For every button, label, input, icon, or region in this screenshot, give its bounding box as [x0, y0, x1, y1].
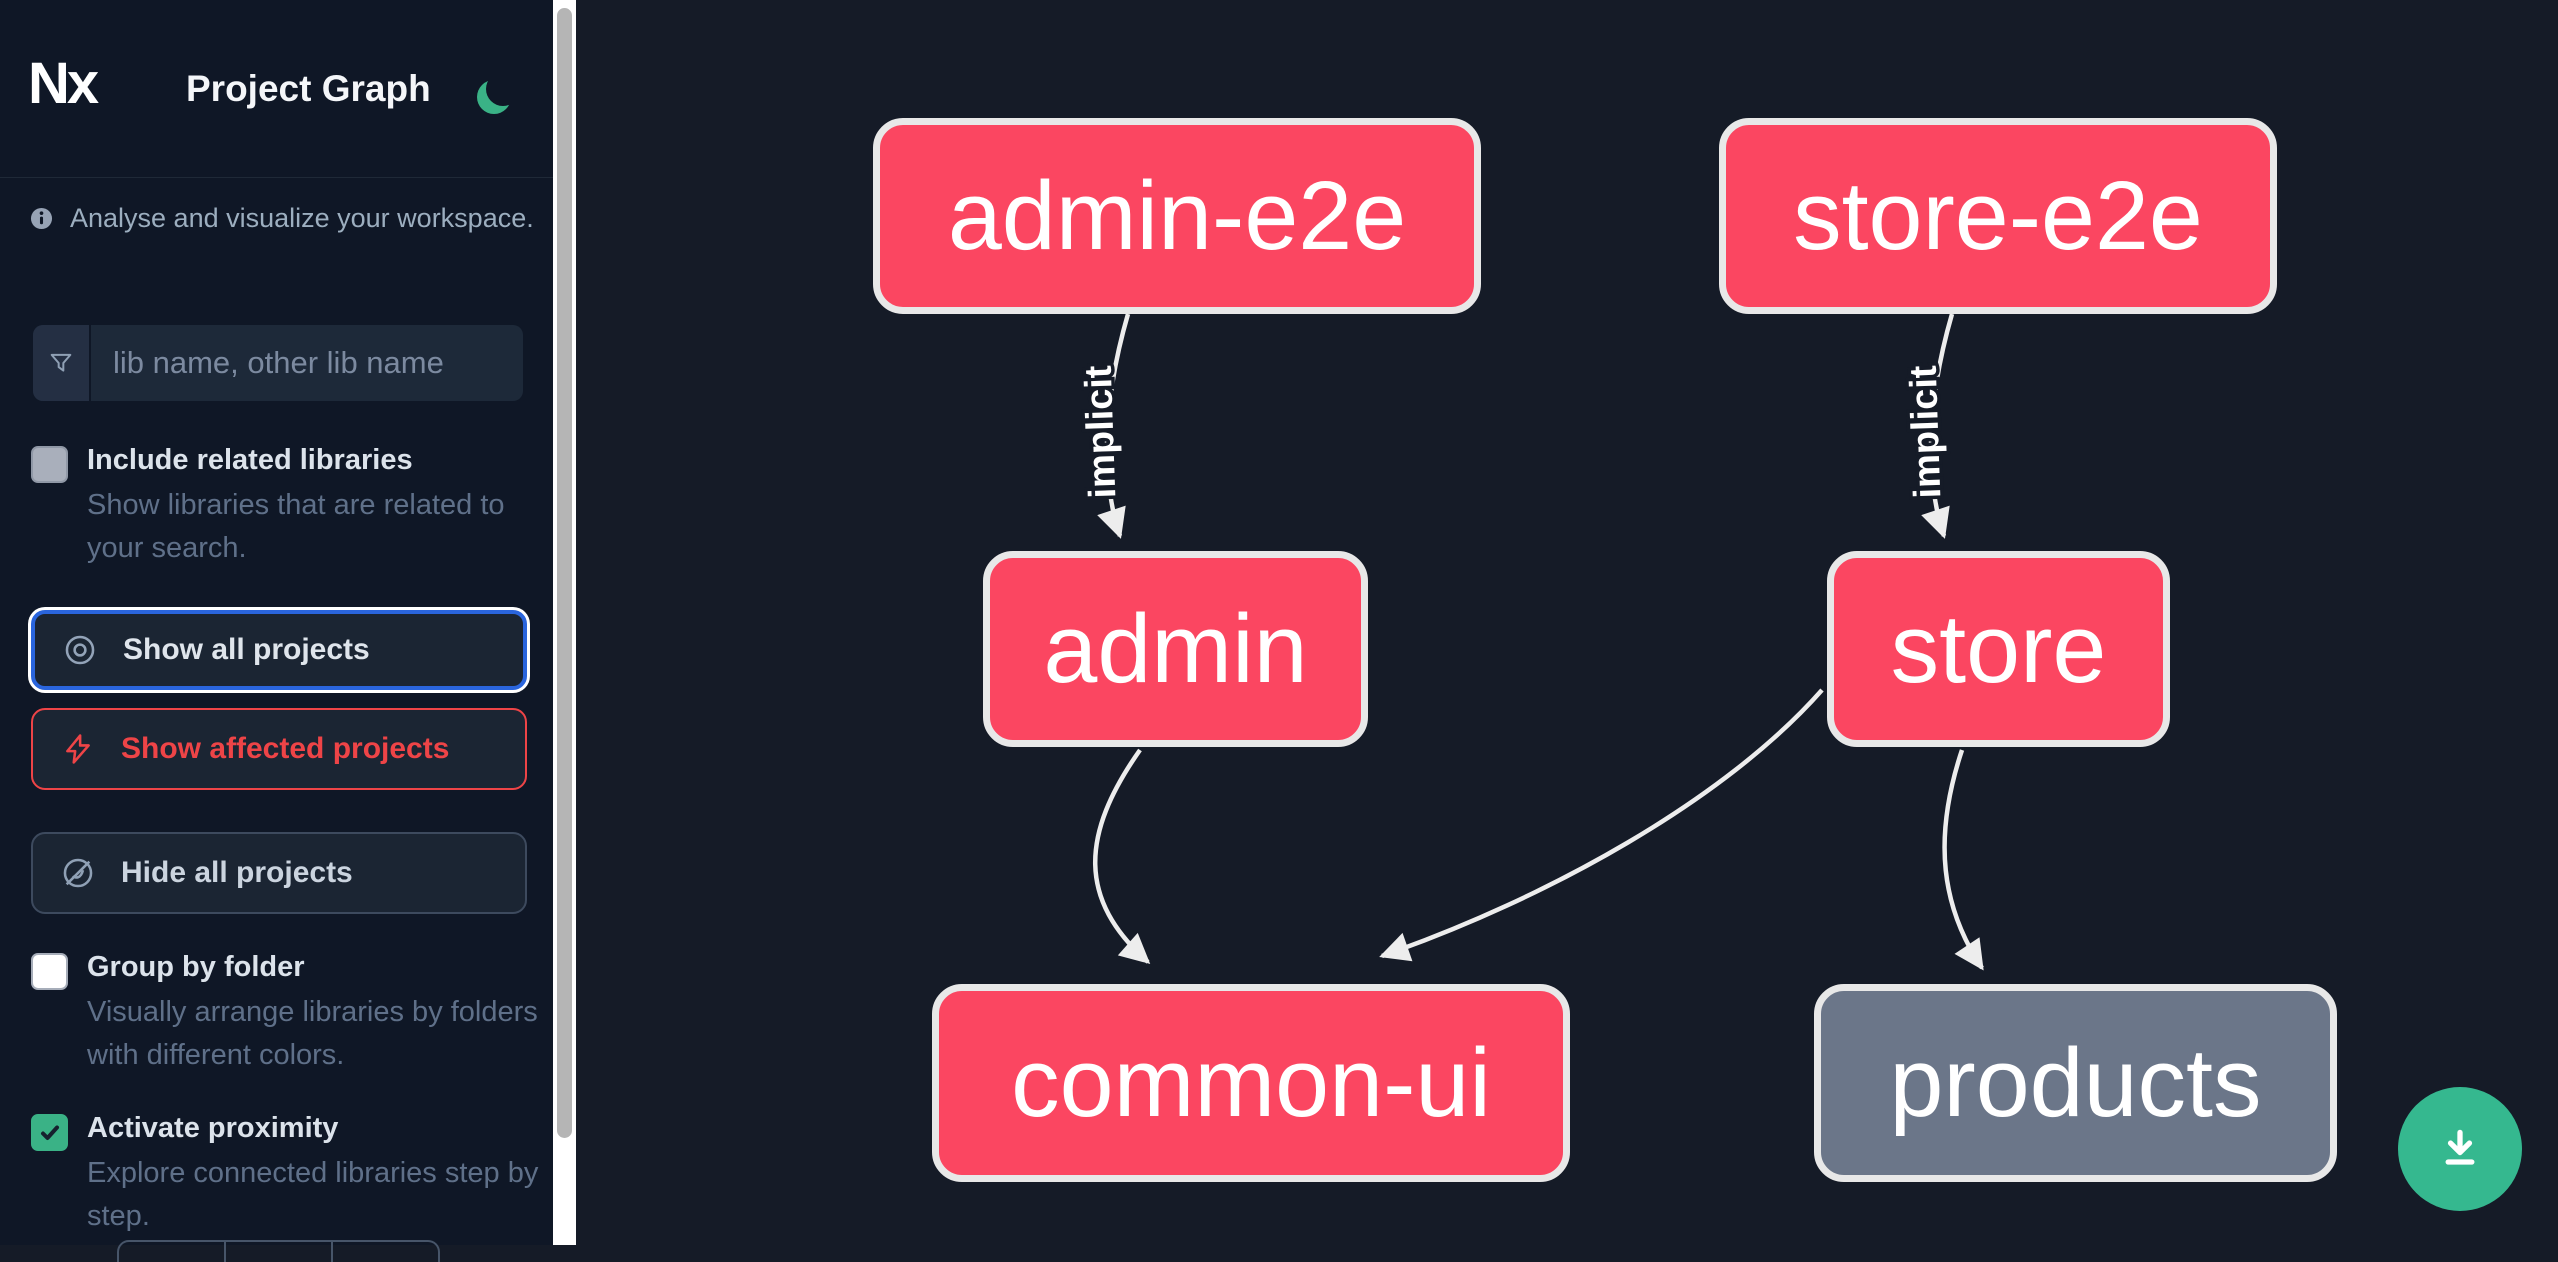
edge-label-implicit: implicit [1903, 364, 1950, 499]
node-label: products [1889, 1028, 2262, 1137]
tagline-text: Analyse and visualize your workspace. [70, 203, 534, 233]
node-label: store-e2e [1793, 161, 2203, 270]
search-input[interactable] [91, 325, 523, 401]
include-related-row: Include related libraries Show libraries… [31, 444, 523, 584]
hide-all-projects-button[interactable]: Hide all projects [31, 832, 527, 914]
node-label: admin-e2e [947, 161, 1407, 270]
node-label: common-ui [1011, 1028, 1491, 1137]
checkbox-label: Activate proximity [87, 1112, 339, 1144]
checkbox-description: Visually arrange libraries by folders wi… [87, 996, 538, 1071]
tagline-row: Analyse and visualize your workspace. [30, 203, 534, 234]
include-related-checkbox[interactable] [31, 446, 68, 483]
show-affected-projects-button[interactable]: Show affected projects [31, 708, 527, 790]
moon-icon[interactable] [486, 72, 520, 106]
page-title: Project Graph [186, 68, 431, 109]
edge-admin-e2e-admin [1097, 313, 1131, 539]
checkbox-description: Show libraries that are related to your … [87, 489, 505, 564]
checkbox-label: Group by folder [87, 951, 305, 983]
show-all-projects-button[interactable]: Show all projects [31, 610, 527, 690]
edge-admin-common-ui [1093, 748, 1151, 964]
activate-proximity-checkbox[interactable] [31, 1114, 68, 1151]
stepper-increment[interactable] [331, 1242, 438, 1262]
button-label: Hide all projects [121, 856, 353, 889]
group-by-folder-row: Group by folder Visually arrange librari… [31, 951, 538, 1101]
graph-node-store[interactable]: store [1827, 551, 2170, 747]
edge-store-common-ui [1379, 688, 1824, 962]
activate-proximity-row: Activate proximity Explore connected lib… [31, 1112, 538, 1252]
node-label: store [1890, 594, 2107, 703]
check-icon [40, 1125, 59, 1140]
graph-node-products[interactable]: products [1814, 984, 2337, 1182]
checkbox-label: Include related libraries [87, 444, 413, 476]
nx-logo: Nx [28, 51, 99, 116]
checkbox-description: Explore connected libraries step by step… [87, 1157, 539, 1232]
sidebar-scrollbar[interactable] [553, 0, 576, 1245]
eye-icon [65, 635, 95, 665]
proximity-stepper[interactable] [117, 1240, 440, 1262]
info-icon [30, 207, 53, 230]
edge-store-products [1942, 749, 1984, 971]
edge-store-e2e-store [1921, 313, 1955, 539]
graph-node-admin[interactable]: admin [983, 551, 1368, 747]
node-label: admin [1043, 594, 1308, 703]
scrollbar-thumb[interactable] [557, 8, 572, 1138]
graph-canvas[interactable]: implicit implicit admin-e2e store-e2e ad… [576, 0, 2558, 1245]
sidebar-header: Nx Project Graph [0, 0, 553, 178]
funnel-icon [33, 325, 91, 401]
eye-off-icon [63, 858, 93, 888]
search-field [33, 325, 523, 401]
bolt-icon [66, 734, 90, 764]
button-label: Show affected projects [121, 732, 450, 765]
stepper-decrement[interactable] [119, 1242, 224, 1262]
graph-node-admin-e2e[interactable]: admin-e2e [873, 118, 1481, 314]
graph-node-common-ui[interactable]: common-ui [932, 984, 1570, 1182]
edge-label-implicit: implicit [1078, 364, 1125, 499]
stepper-value [224, 1242, 331, 1262]
graph-node-store-e2e[interactable]: store-e2e [1719, 118, 2277, 314]
button-label: Show all projects [123, 633, 370, 666]
sidebar: Nx Project Graph Analyse and visualize y… [0, 0, 553, 1262]
download-icon [2445, 1129, 2475, 1165]
group-by-folder-checkbox[interactable] [31, 953, 68, 990]
download-graph-button[interactable] [2398, 1087, 2522, 1211]
